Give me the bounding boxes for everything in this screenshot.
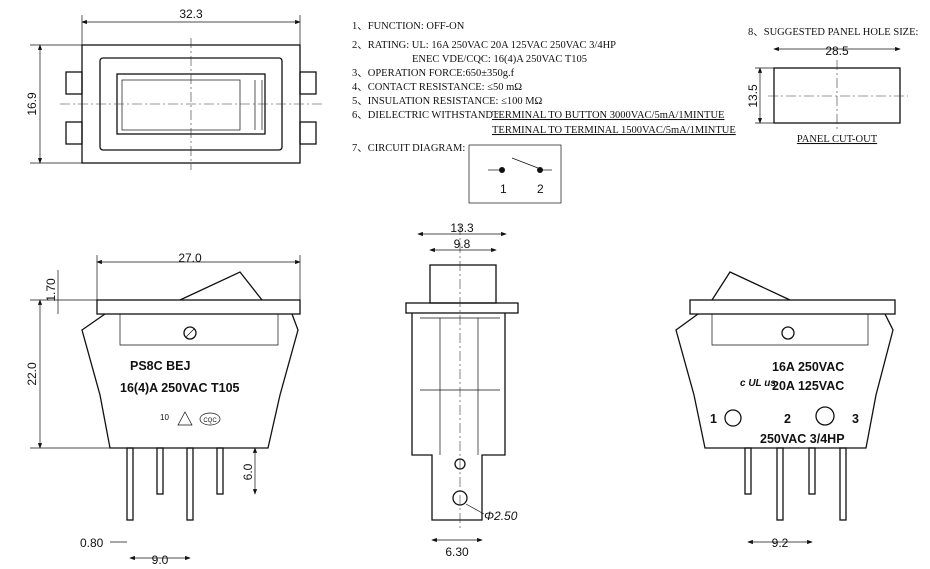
panel-hole-title: 8、SUGGESTED PANEL HOLE SIZE: bbox=[748, 27, 919, 38]
top-view: 32.3 16.9 bbox=[25, 7, 322, 170]
dim-panel-width: 28.5 bbox=[825, 44, 849, 58]
spec-contact-resistance: 4、CONTACT RESISTANCE: ≤50 mΩ bbox=[352, 82, 522, 93]
spec-function: 1、FUNCTION: OFF-ON bbox=[352, 21, 465, 32]
cqc-mark-icon bbox=[199, 412, 221, 426]
rear-rating-2: 20A 125VAC bbox=[772, 379, 844, 393]
side-view: 13.3 9.8 Φ2.50 6.30 bbox=[405, 221, 519, 559]
dim-panel-height: 13.5 bbox=[746, 84, 760, 108]
panel-cutout: 8、SUGGESTED PANEL HOLE SIZE: 28.5 13.5 P… bbox=[746, 27, 919, 145]
front-view: PS8C BEJ 16(4)A 250VAC T105 10 CQC 27.0 … bbox=[25, 251, 301, 567]
spec-dielectric-label: 6、DIELECTRIC WITHSTAND : bbox=[352, 110, 499, 121]
front-cert-10: 10 bbox=[160, 413, 169, 422]
dim-side-width: 13.3 bbox=[450, 221, 474, 235]
dim-front-height: 22.0 bbox=[25, 362, 39, 386]
spec-dielectric-1: TERMINAL TO BUTTON 3000VAC/5mA/1MINTUE bbox=[492, 110, 724, 121]
dim-front-width: 27.0 bbox=[178, 251, 202, 265]
rear-pin-3: 3 bbox=[852, 412, 859, 426]
circuit-pin-2: 2 bbox=[537, 182, 544, 196]
dim-terminal-pitch: 9.0 bbox=[152, 553, 169, 567]
front-rating-mark: 16(4)A 250VAC T105 bbox=[120, 381, 240, 395]
rear-pin-2: 2 bbox=[784, 412, 791, 426]
dim-side-button: 9.8 bbox=[454, 237, 471, 251]
dim-rear-pitch: 9.2 bbox=[772, 536, 789, 550]
dim-front-flange: 1.70 bbox=[44, 278, 58, 302]
dim-top-width: 32.3 bbox=[179, 7, 203, 21]
spec-rating: 2、RATING: UL: 16A 250VAC 20A 125VAC 250V… bbox=[352, 40, 616, 51]
rear-hp-rating: 250VAC 3/4HP bbox=[760, 432, 845, 446]
spec-list: 1、FUNCTION: OFF-ON 2、RATING: UL: 16A 250… bbox=[352, 21, 736, 204]
spec-circuit-diagram: 7、CIRCUIT DIAGRAM: bbox=[352, 143, 465, 154]
dim-top-height: 16.9 bbox=[25, 92, 39, 116]
spec-rating-enec: ENEC VDE/CQC: 16(4)A 250VAC T105 bbox=[412, 54, 587, 65]
spec-insulation-resistance: 5、INSULATION RESISTANCE: ≤100 MΩ bbox=[352, 96, 543, 107]
ul-mark: c UL us bbox=[740, 378, 776, 389]
front-model-mark: PS8C BEJ bbox=[130, 359, 190, 373]
rear-view: c UL us 16A 250VAC 20A 125VAC 1 2 3 250V… bbox=[675, 271, 896, 550]
vde-mark-icon bbox=[177, 411, 193, 426]
dim-terminal-thickness: 0.80 bbox=[80, 536, 104, 550]
dim-side-terminal: 6.30 bbox=[445, 545, 469, 559]
dim-terminal-length: 6.0 bbox=[241, 463, 255, 480]
rear-rating-1: 16A 250VAC bbox=[772, 360, 844, 374]
circuit-pin-1: 1 bbox=[500, 182, 507, 196]
panel-cutout-label: PANEL CUT-OUT bbox=[797, 134, 878, 145]
front-cert-cqc: CQC bbox=[203, 418, 217, 424]
spec-dielectric-2: TERMINAL TO TERMINAL 1500VAC/5mA/1MINTUE bbox=[492, 125, 736, 136]
spec-operation-force: 3、OPERATION FORCE:650±350g.f bbox=[352, 68, 515, 79]
rear-pin-1: 1 bbox=[710, 412, 717, 426]
dim-side-hole: Φ2.50 bbox=[484, 509, 518, 523]
